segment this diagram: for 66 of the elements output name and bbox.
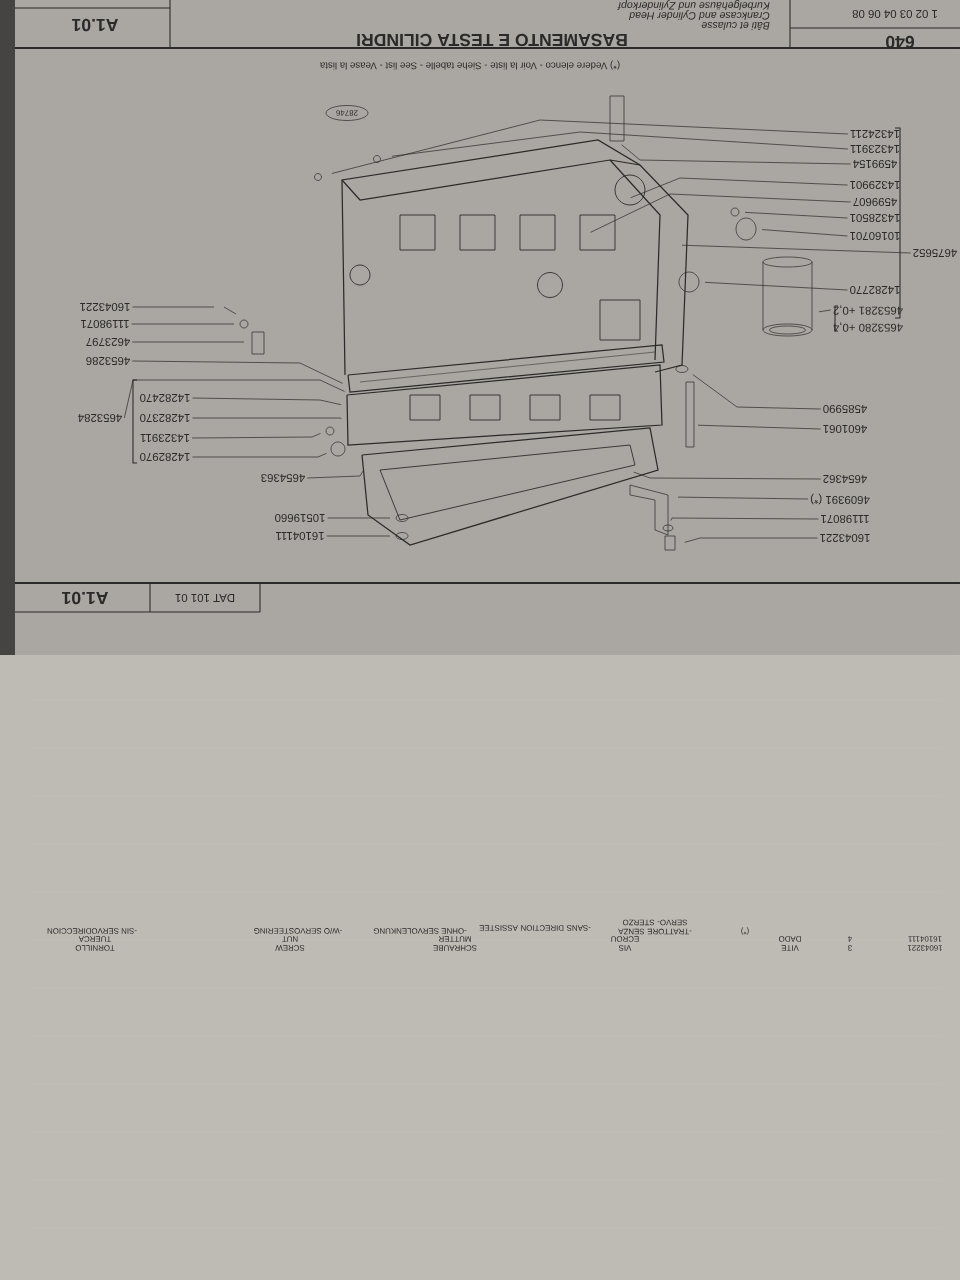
leader-line [192, 397, 342, 406]
leader-line [684, 537, 818, 543]
part-number: 4585990 [823, 404, 867, 414]
leader-line [192, 417, 342, 419]
part-number: 14329901 [850, 180, 900, 190]
leader-line [327, 517, 391, 519]
part-number: 14328501 [850, 213, 900, 223]
part-number: 16043221 [820, 533, 870, 543]
subtitle: Crankcase and Cylinder Head [629, 10, 770, 20]
leader-line [818, 309, 832, 313]
part-number: 14323911 [140, 433, 190, 443]
subtitle: Kurbelgehäuse und Zylinderkopf [617, 0, 770, 10]
leader-line [697, 424, 821, 430]
part-number: 14323911 [850, 144, 900, 154]
part-number: 4654362 [823, 474, 867, 484]
leader-line [590, 193, 851, 233]
part-number: 4675652 [913, 248, 957, 258]
part-number: 4609391 (*) [810, 493, 870, 505]
leader-line [307, 470, 364, 479]
part-number: 4599607 [853, 197, 897, 207]
part-number: 14282470 [140, 393, 190, 403]
leader-line [124, 379, 345, 419]
leader-line [131, 323, 235, 325]
part-number: 14324211 [850, 129, 900, 139]
leader-line [677, 496, 809, 500]
leader-line [633, 471, 821, 480]
part-number: 4599154 [853, 159, 897, 169]
model-codes: 1 02 03 04 06 08 [852, 9, 937, 19]
leader-line [630, 177, 848, 199]
part-number: 14282970 [140, 452, 190, 462]
part-number: 16104111 [276, 531, 324, 541]
leader-line [132, 360, 343, 384]
part-number: 4653281 +0,2 [833, 305, 903, 315]
leader-line [191, 433, 321, 439]
leader-line [670, 517, 819, 521]
part-number: 4601061 [823, 424, 867, 434]
part-number: 4653284 [78, 413, 122, 423]
part-number: 14282770 [850, 285, 900, 295]
part-number: 4623797 [86, 337, 130, 347]
part-number: 11198071 [81, 319, 129, 329]
part-number: 16043221 [80, 302, 130, 312]
section-code: A1.01 [72, 18, 118, 32]
part-number: 10160701 [850, 231, 900, 241]
table-code: DAT 101 01 [175, 593, 235, 603]
leader-line [192, 453, 327, 458]
leader-line [692, 374, 821, 410]
part-number: 11198071 [821, 514, 869, 524]
leader-line [681, 244, 911, 254]
leader-line [704, 282, 848, 291]
leader-line [744, 212, 848, 219]
subtitle: Bâti et culasse [701, 22, 770, 30]
leader-line [391, 131, 849, 157]
part-number: 10519660 [275, 513, 325, 523]
title: BASAMENTO E TESTA CILINDRI [357, 33, 627, 47]
part-number: 14282370 [140, 413, 190, 423]
section-code: A1.01 [62, 591, 108, 605]
part-number: 4653286 [86, 356, 130, 366]
leader-line [326, 535, 391, 537]
leader-line [621, 144, 851, 165]
leader-line [331, 119, 849, 174]
part-number: 4654363 [261, 473, 305, 483]
footnote: (*) Vedere elenco - Voir la liste - Siehe tabelle - See list - Vease la lista [319, 60, 620, 70]
leader-line [761, 229, 848, 237]
part-number: 4653280 +0,4 [833, 322, 903, 332]
leader-line [132, 306, 215, 308]
leader-line [132, 341, 245, 343]
